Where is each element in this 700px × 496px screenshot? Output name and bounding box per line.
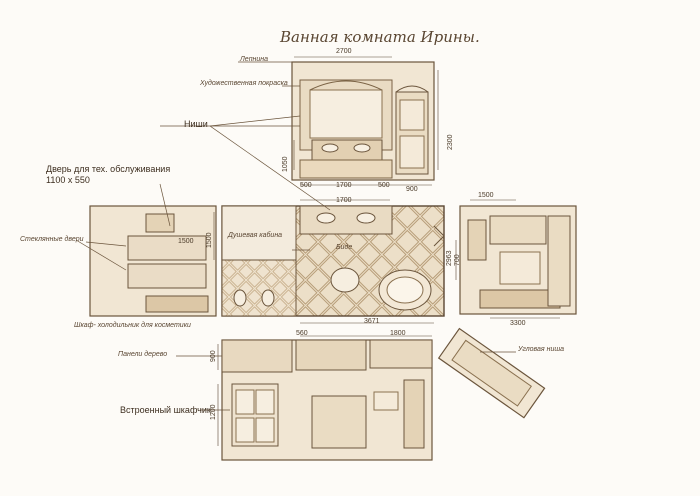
dimension-lines <box>213 56 560 446</box>
dim-900-elevation: 900 <box>406 186 418 193</box>
dim-3671: 3671 <box>364 318 380 325</box>
corner-niche-elevation <box>437 327 546 419</box>
label-built-in-cabinet: Встроенный шкафчик <box>120 405 211 415</box>
dim-1700-plan: 1700 <box>336 197 352 204</box>
page-title: Ванная комната Ирины. <box>280 28 480 46</box>
label-art-painting: Художественная покраска <box>200 80 288 87</box>
south-elevation <box>221 339 433 461</box>
dim-1500-east: 1500 <box>478 192 494 199</box>
dim-2300: 2300 <box>447 134 454 150</box>
dim-500-right: 500 <box>378 182 390 189</box>
dim-3300: 3300 <box>510 320 526 327</box>
dim-900-south: 900 <box>210 350 217 362</box>
dim-560: 560 <box>296 330 308 337</box>
label-service-door: Дверь для тех. обслуживания 1100 х 550 <box>46 164 170 186</box>
label-shower: Душевая кабина <box>228 232 283 239</box>
dim-1500-west: 1500 <box>206 232 213 248</box>
west-elevation <box>89 205 217 317</box>
north-elevation <box>291 61 435 181</box>
dim-1700-elevation: 1700 <box>336 182 352 189</box>
service-door-line1: Дверь для тех. обслуживания <box>46 164 171 174</box>
dim-500-left: 500 <box>300 182 312 189</box>
service-door-size: 1100 х 550 <box>46 175 90 185</box>
dim-1200: 1200 <box>210 404 217 420</box>
dim-1800: 1800 <box>390 330 406 337</box>
dim-1500-inner: 1500 <box>178 238 194 245</box>
label-corner-niche: Угловая ниша <box>518 346 565 353</box>
dim-700: 700 <box>454 254 461 266</box>
dim-2700: 2700 <box>336 48 352 55</box>
label-molding: Лепнина <box>240 56 269 63</box>
east-elevation <box>459 205 577 315</box>
label-wood-panels: Панели дерево <box>118 351 168 358</box>
dim-2963: 2963 <box>446 250 453 266</box>
dim-1050: 1050 <box>282 156 289 172</box>
label-bidet: Биде <box>336 244 353 251</box>
floor-plan <box>221 205 445 317</box>
label-glass-doors: Стеклянные двери <box>20 236 84 243</box>
label-cosmetic-fridge: Шкаф- холодильник для косметики <box>74 322 191 329</box>
leader-lines <box>75 61 516 411</box>
label-niches: Ниши <box>184 119 208 129</box>
